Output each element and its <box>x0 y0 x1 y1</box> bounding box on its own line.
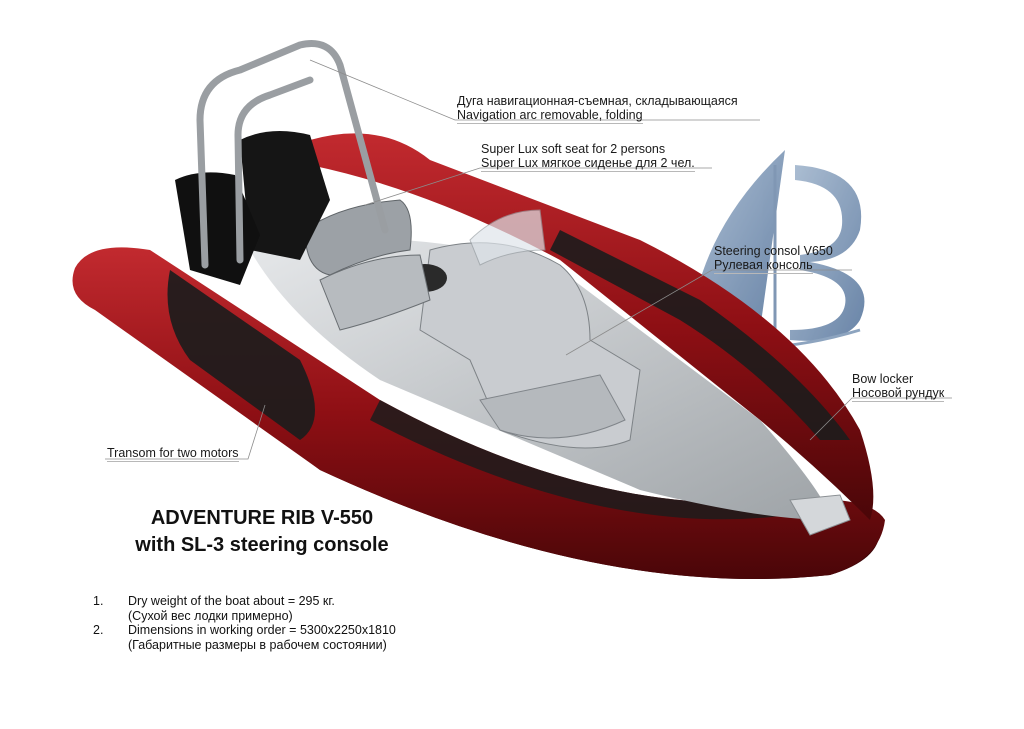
bow-label-ru: Носовой рундук <box>852 386 945 402</box>
leader-lines <box>105 59 952 460</box>
seat-label-ru: Super Lux мягкое сиденье для 2 чел. <box>481 156 695 172</box>
seat-label-en: Super Lux soft seat for 2 persons <box>481 142 666 156</box>
spec-number: 1. <box>93 594 104 608</box>
spec-text-en: Dry weight of the boat about = 295 кг. <box>128 594 335 608</box>
model-title-line2: with SL-3 steering console <box>135 534 389 556</box>
navigation-arc <box>196 40 389 269</box>
spec-item: 1. Dry weight of the boat about = 295 кг… <box>93 594 396 623</box>
callout-transom: Transom for two motors <box>107 446 239 462</box>
callout-seat: Super Lux soft seat for 2 persons Super … <box>481 142 695 172</box>
port-tube <box>72 247 885 580</box>
callout-steering-console: Steering consol V650 Рулевая консоль <box>714 244 833 274</box>
seat-cushion <box>319 254 431 331</box>
nav-arc-label-en: Navigation arc removable, folding <box>457 108 643 124</box>
spec-text-ru: (Сухой вес лодки примерно) <box>128 608 293 623</box>
nav-arc-label-ru: Дуга навигационная-съемная, складывающая… <box>457 94 738 108</box>
transom-label: Transom for two motors <box>107 446 239 462</box>
callout-bow-locker: Bow locker Носовой рундук <box>852 372 945 402</box>
specs-list: 1. Dry weight of the boat about = 295 кг… <box>93 594 396 652</box>
model-title-line1: ADVENTURE RIB V-550 <box>150 507 374 529</box>
console-label-en: Steering consol V650 <box>714 244 833 258</box>
spec-text-ru: (Габаритные размеры в рабочем состоянии) <box>128 637 387 652</box>
bow-label-en: Bow locker <box>852 372 914 386</box>
windscreen <box>469 209 546 266</box>
spec-item: 2. Dimensions in working order = 5300x22… <box>93 623 396 652</box>
motor-starboard <box>240 131 330 260</box>
callout-navigation-arc: Дуга навигационная-съемная, складывающая… <box>457 94 738 124</box>
console-label-ru: Рулевая консоль <box>714 258 813 274</box>
spec-text-en: Dimensions in working order = 5300x2250x… <box>128 623 396 637</box>
bow-locker <box>789 494 851 536</box>
model-title: ADVENTURE RIB V-550 with SL-3 steering c… <box>112 505 412 559</box>
spec-number: 2. <box>93 623 104 637</box>
